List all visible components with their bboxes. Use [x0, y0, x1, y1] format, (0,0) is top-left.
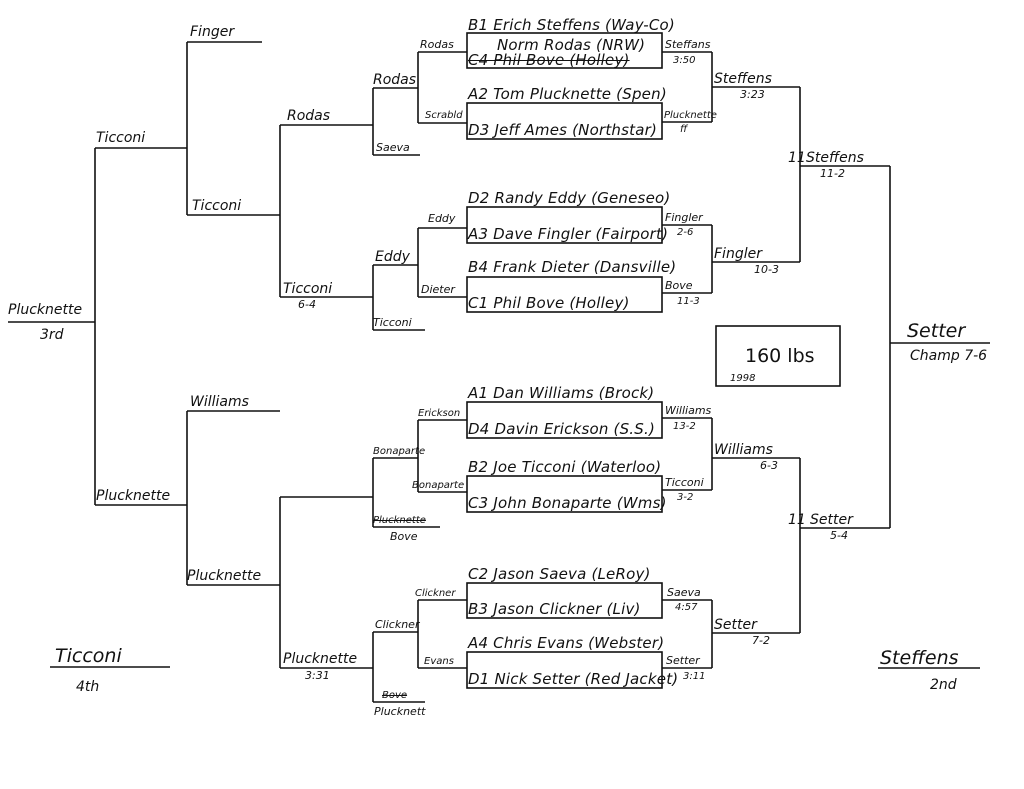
cons-name: Ticconi [283, 281, 333, 297]
cons-name: Clickner [415, 588, 456, 599]
qf-winner: Plucknette [664, 110, 717, 121]
wrestler-a2: A2 Tom Plucknette (Spen) [468, 85, 667, 103]
cons-name: Erickson [418, 408, 461, 419]
wrestler-c4: C4 Phil Bove (Holley) [468, 51, 630, 69]
cons-name: Evans [424, 656, 454, 667]
qf-score: 4:57 [675, 602, 698, 613]
sf-winner: Williams [714, 442, 773, 458]
wrestler-b4: B4 Frank Dieter (Dansville) [468, 258, 677, 276]
qf-score: 3-2 [677, 492, 694, 503]
third-place-label: 3rd [40, 327, 64, 343]
qf-winner: Williams [665, 404, 712, 417]
final-mark: 11 [788, 150, 806, 166]
match-box [466, 32, 663, 69]
cons-name: Williams [190, 394, 249, 410]
cons-name: Rodas [287, 108, 331, 124]
cons-name-struck: Bove [382, 690, 408, 701]
final-winner: Setter [810, 512, 853, 528]
final-score: 11-2 [820, 167, 845, 180]
cons-name: Clickner [375, 618, 420, 631]
qf-winner: Bove [665, 279, 693, 292]
qf-winner: Fingler [665, 211, 703, 224]
sf-score: 3:23 [740, 88, 765, 101]
cons-score: 6-4 [298, 298, 316, 311]
wrestler-a3: A3 Dave Fingler (Fairport) [468, 225, 669, 243]
wrestler-c2: C2 Jason Saeva (LeRoy) [468, 565, 651, 583]
cons-name: Rodas [373, 72, 417, 88]
wrestler-a1: A1 Dan Williams (Brock) [468, 384, 655, 402]
sf-winner: Setter [714, 617, 757, 633]
wrestler-b2: B2 Joe Ticconi (Waterloo) [468, 458, 662, 476]
cons-name: Plucknette [283, 651, 358, 667]
fourth-place-label: 4th [76, 679, 100, 695]
match-box [466, 102, 663, 140]
cons-name: Eddy [375, 249, 410, 265]
wrestler-b1: B1 Erich Steffens (Way-Co) [468, 16, 675, 34]
wrestler-d2: D2 Randy Eddy (Geneseo) [468, 189, 671, 207]
qf-score: 3:11 [683, 671, 706, 682]
sf-winner: Fingler [714, 246, 762, 262]
wrestler-d3: D3 Jeff Ames (Northstar) [468, 121, 658, 139]
qf-score: ff [680, 124, 688, 135]
fourth-place-name: Ticconi [55, 645, 122, 667]
qf-winner: Saeva [667, 586, 701, 599]
qf-winner: Steffans [665, 38, 711, 51]
wrestler-d1: D1 Nick Setter (Red Jacket) [468, 670, 679, 688]
champion-name: Setter [907, 320, 966, 342]
year: 1998 [730, 373, 756, 384]
cons-name: Ticconi [373, 316, 412, 329]
weight-box [715, 325, 841, 387]
match-box [466, 276, 663, 313]
wrestler-b3: B3 Jason Clickner (Liv) [468, 600, 641, 618]
qf-winner: Ticconi [665, 476, 704, 489]
cons-name: Eddy [428, 212, 456, 225]
cons-name: Bove [390, 530, 418, 543]
third-place-name: Plucknette [8, 302, 83, 318]
cons-name: Scrabld [425, 110, 463, 121]
qf-score: 11-3 [677, 296, 700, 307]
second-place-name: Steffens [880, 647, 959, 669]
wrestler-d4: D4 Davin Erickson (S.S.) [468, 420, 656, 438]
cons-name: Ticconi [192, 198, 242, 214]
final-score: 5-4 [830, 529, 848, 542]
final-mark: 11 [788, 512, 806, 528]
final-winner: Steffens [806, 150, 864, 166]
wrestler-c3: C3 John Bonaparte (Wms) [468, 494, 667, 512]
match-box [466, 651, 663, 689]
sf-score: 7-2 [752, 634, 770, 647]
cons-name: Bonaparte [412, 480, 465, 491]
cons-name: Plucknette [187, 568, 262, 584]
match-box [466, 475, 663, 513]
second-place-label: 2nd [930, 677, 957, 693]
cons-name: Dieter [421, 283, 455, 296]
cons-name-struck: Plucknette [373, 515, 426, 526]
sf-score: 6-3 [760, 459, 778, 472]
cons-name: Plucknette [96, 488, 171, 504]
cons-name: Rodas [420, 38, 454, 51]
wrestler-replacement: Norm Rodas (NRW) [497, 36, 646, 54]
champion-label: Champ 7-6 [910, 348, 988, 364]
qf-score: 13-2 [673, 421, 696, 432]
sf-score: 10-3 [754, 263, 779, 276]
qf-score: 3:50 [673, 55, 696, 66]
sf-winner: Steffens [714, 71, 772, 87]
cons-name: Finger [190, 24, 235, 40]
qf-winner: Setter [666, 654, 700, 667]
qf-score: 2-6 [677, 227, 694, 238]
cons-name: Plucknett [374, 705, 426, 718]
cons-name: Bonaparte [373, 446, 426, 457]
weight-class: 160 lbs [745, 345, 815, 367]
cons-name: Saeva [376, 141, 410, 154]
cons-name: Ticconi [96, 130, 146, 146]
wrestler-a4: A4 Chris Evans (Webster) [468, 634, 665, 652]
cons-score: 3:31 [305, 669, 330, 682]
wrestler-c1: C1 Phil Bove (Holley) [468, 294, 630, 312]
